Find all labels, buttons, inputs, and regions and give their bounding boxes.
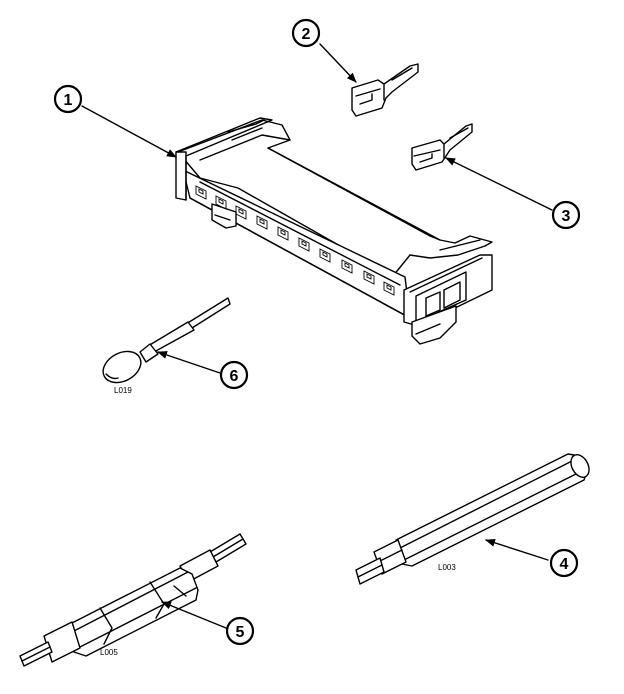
leader-1 xyxy=(81,105,177,158)
callout-label-6: 6 xyxy=(230,368,239,385)
leader-3 xyxy=(445,157,553,211)
tool-code-l005: L005 xyxy=(100,648,118,657)
terminal-clip-2 xyxy=(351,63,419,117)
callout-label-1: 1 xyxy=(64,92,73,109)
callout-label-4: 4 xyxy=(560,556,569,573)
tool-code-l019: L019 xyxy=(114,386,132,395)
tool-l019: L019 xyxy=(102,297,231,395)
tool-l005: L005 xyxy=(19,533,247,667)
callout-1: 1 xyxy=(53,84,83,114)
leader-4 xyxy=(485,538,549,561)
callout-6: 6 xyxy=(219,360,249,390)
leader-2 xyxy=(319,43,357,83)
terminal-block-housing xyxy=(175,117,493,345)
terminal-slots xyxy=(195,185,395,296)
tool-l003: L003 xyxy=(355,453,590,585)
callout-3: 3 xyxy=(551,200,581,230)
leader-5 xyxy=(161,601,227,629)
callout-2: 2 xyxy=(291,18,321,48)
callout-4: 4 xyxy=(549,548,579,578)
callout-label-5: 5 xyxy=(236,624,245,641)
tool-code-l003: L003 xyxy=(438,563,456,572)
callout-label-2: 2 xyxy=(302,26,311,43)
leader-6 xyxy=(157,351,221,374)
terminal-clip-3 xyxy=(411,123,473,171)
leader-arrows xyxy=(81,43,553,629)
callout-label-3: 3 xyxy=(562,208,571,225)
callout-5: 5 xyxy=(225,616,255,646)
